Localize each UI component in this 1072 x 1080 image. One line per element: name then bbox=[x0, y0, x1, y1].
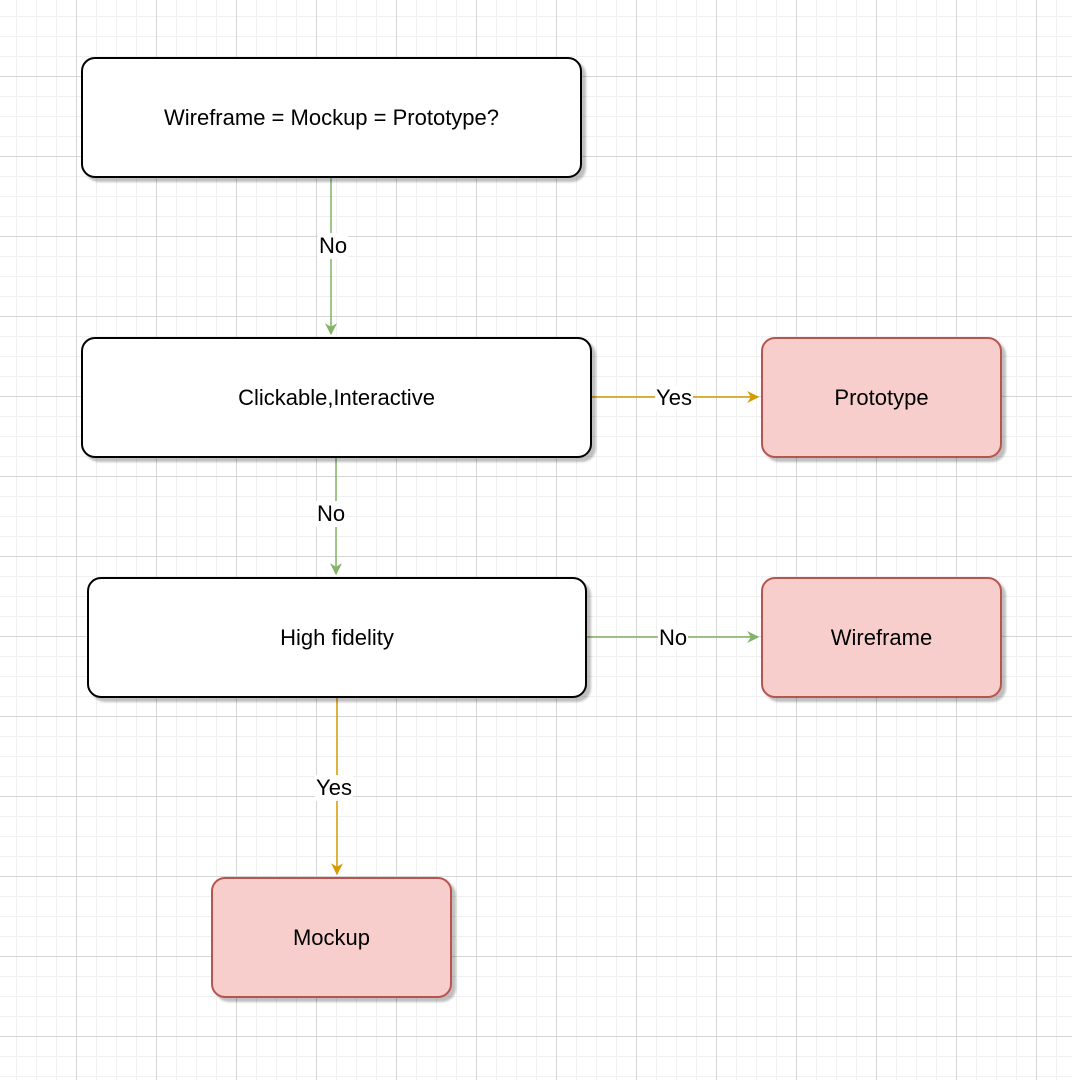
question-node-high-fidelity[interactable]: High fidelity bbox=[87, 577, 587, 698]
edge-label-yes-prototype: Yes bbox=[655, 385, 693, 411]
edge-label-no-wireframe: No bbox=[657, 625, 689, 651]
question-node-clickable-label: Clickable,Interactive bbox=[238, 384, 435, 410]
answer-node-mockup[interactable]: Mockup bbox=[211, 877, 452, 998]
edge-label-no-q1: No bbox=[317, 233, 349, 259]
question-node-clickable[interactable]: Clickable,Interactive bbox=[81, 337, 592, 458]
question-node-same-thing[interactable]: Wireframe = Mockup = Prototype? bbox=[81, 57, 582, 178]
answer-node-prototype-label: Prototype bbox=[834, 384, 929, 410]
answer-node-wireframe-label: Wireframe bbox=[830, 624, 933, 650]
answer-node-prototype[interactable]: Prototype bbox=[761, 337, 1002, 458]
question-node-same-thing-label: Wireframe = Mockup = Prototype? bbox=[163, 104, 500, 130]
edge-label-no-q2: No bbox=[315, 501, 347, 527]
answer-node-mockup-label: Mockup bbox=[292, 924, 371, 950]
question-node-high-fidelity-label: High fidelity bbox=[280, 624, 394, 650]
answer-node-wireframe[interactable]: Wireframe bbox=[761, 577, 1002, 698]
edge-label-yes-mockup: Yes bbox=[315, 775, 353, 801]
